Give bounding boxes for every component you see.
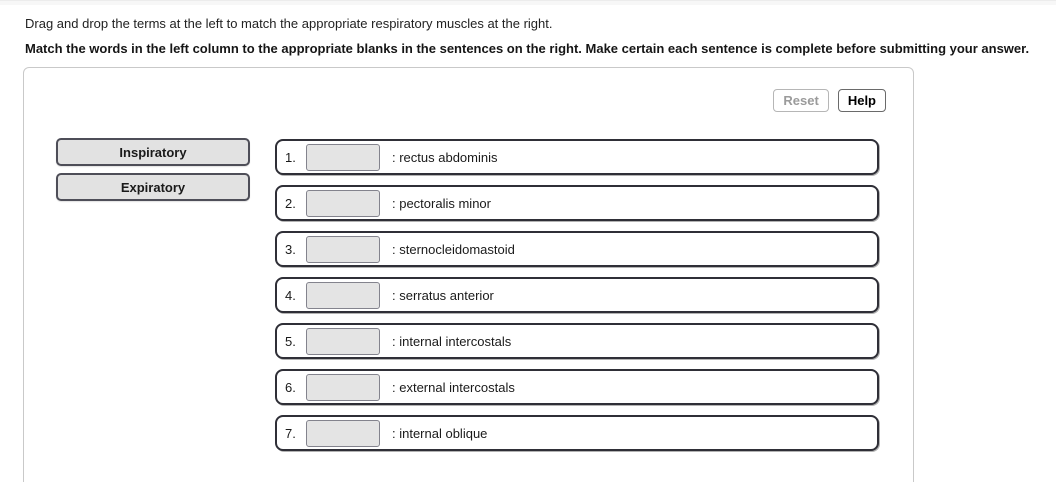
drop-target[interactable] bbox=[306, 189, 380, 217]
term-chip-expiratory[interactable]: Expiratory bbox=[56, 173, 250, 201]
help-button[interactable]: Help bbox=[837, 89, 886, 112]
blank-row: 2. : pectoralis minor bbox=[275, 185, 879, 221]
drop-target[interactable] bbox=[306, 373, 380, 401]
instruction-line: Drag and drop the terms at the left to m… bbox=[25, 16, 553, 31]
toolbar: Reset Help bbox=[773, 89, 886, 112]
blank-number: 7. bbox=[285, 425, 296, 441]
instruction-line-bold: Match the words in the left column to th… bbox=[25, 41, 1030, 56]
blank-number: 2. bbox=[285, 195, 296, 211]
muscle-label: : sternocleidomastoid bbox=[392, 241, 515, 257]
muscle-label: : external intercostals bbox=[392, 379, 515, 395]
muscle-label: : rectus abdominis bbox=[392, 149, 498, 165]
blank-number: 5. bbox=[285, 333, 296, 349]
drop-target[interactable] bbox=[306, 143, 380, 171]
muscle-label: : internal intercostals bbox=[392, 333, 512, 349]
drop-target[interactable] bbox=[306, 419, 380, 447]
blank-row: 4. : serratus anterior bbox=[275, 277, 879, 313]
blank-number: 1. bbox=[285, 149, 296, 165]
blank-number: 3. bbox=[285, 241, 296, 257]
blank-row: 5. : internal intercostals bbox=[275, 323, 879, 359]
blank-number: 6. bbox=[285, 379, 296, 395]
term-chip-inspiratory[interactable]: Inspiratory bbox=[56, 138, 250, 166]
drop-target[interactable] bbox=[306, 235, 380, 263]
blank-row: 1. : rectus abdominis bbox=[275, 139, 879, 175]
reset-button[interactable]: Reset bbox=[773, 89, 829, 112]
muscle-label: : pectoralis minor bbox=[392, 195, 491, 211]
drop-target[interactable] bbox=[306, 281, 380, 309]
muscle-label: : internal oblique bbox=[392, 425, 488, 441]
page-top-divider bbox=[0, 0, 1056, 5]
blank-row: 7. : internal oblique bbox=[275, 415, 879, 451]
blank-number: 4. bbox=[285, 287, 296, 303]
blank-row: 6. : external intercostals bbox=[275, 369, 879, 405]
blanks-column: 1. : rectus abdominis 2. : pectoralis minor… bbox=[275, 139, 879, 451]
drop-target[interactable] bbox=[306, 327, 380, 355]
muscle-label: : serratus anterior bbox=[392, 287, 494, 303]
blank-row: 3. : sternocleidomastoid bbox=[275, 231, 879, 267]
